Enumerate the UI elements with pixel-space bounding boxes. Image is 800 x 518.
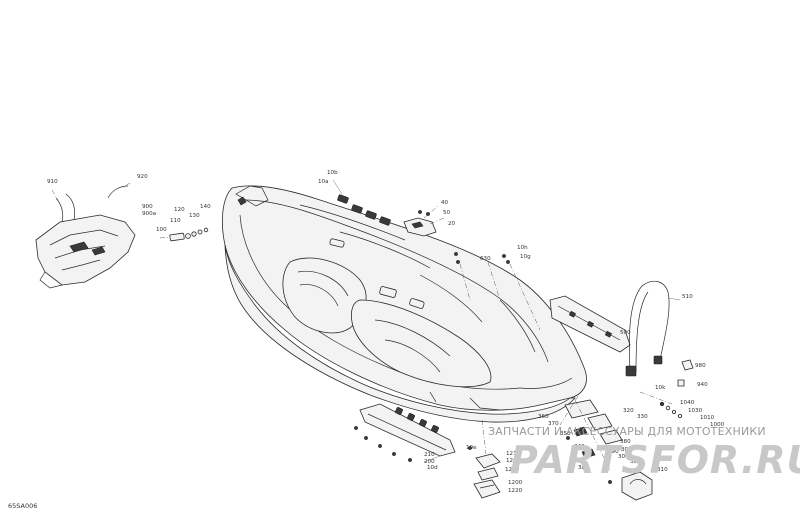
callout-130: 130 [189,213,200,219]
lower-rail-200 [354,403,456,463]
callout-300b: 300b [630,459,645,465]
callout-900: 900 [142,204,153,210]
callout-300a: 300a [618,454,632,460]
callout-310: 310 [657,467,668,473]
callout-10b: 10b [327,170,338,176]
callout-1200: 1200 [508,480,523,486]
callout-140: 140 [200,204,211,210]
hull-deck [221,185,587,423]
callout-330: 330 [637,414,648,420]
callout-1000: 1000 [710,422,725,428]
callout-1240: 1240 [505,467,520,473]
callout-980: 980 [695,363,706,369]
glove-box-assembly [35,182,136,289]
rear-parts-300-390 [559,395,653,501]
callout-370: 370 [548,421,559,427]
callout-1010: 1010 [700,415,715,421]
diagram-code: 65SA006 [8,502,38,510]
callout-10e: 10e [466,445,477,451]
callout-910: 910 [47,179,58,185]
callout-320: 320 [623,408,634,414]
callout-10g: 10g [520,254,531,260]
callout-510: 510 [682,294,693,300]
callout-10h: 10h [517,245,528,251]
callout-10k: 10k [655,385,666,391]
callout-300: 300 [621,447,632,453]
callout-10a: 10a [318,179,329,185]
hardware-100-140 [159,227,209,242]
callout-100: 100 [156,227,167,233]
callout-380: 380 [620,439,631,445]
callout-1220: 1220 [508,488,523,494]
callout-360: 360 [538,414,549,420]
callout-120: 120 [174,207,185,213]
callout-340: 340 [574,444,585,450]
callout-10d: 10d [427,465,438,471]
callout-110: 110 [170,218,181,224]
callout-20: 20 [448,221,456,227]
fender-500 [549,295,631,353]
grab-handle-510 [625,280,681,377]
small-parts-right [639,359,694,418]
callout-1230: 1230 [506,458,521,464]
callout-200: 200 [424,459,435,465]
callout-210: 210 [424,452,435,458]
callout-630: 630 [480,256,491,262]
callout-900a: 900a [142,211,156,217]
callout-1030: 1030 [688,408,703,414]
callout-500: 500 [620,330,631,336]
callout-1210: 1210 [506,451,521,457]
plate-1200 [468,419,501,499]
callout-940: 940 [697,382,708,388]
callout-50: 50 [443,210,451,216]
handle-20 [403,205,445,237]
clips-630 [454,252,541,331]
callout-920: 920 [137,174,148,180]
callout-1040: 1040 [680,400,695,406]
callout-40: 40 [441,200,449,206]
watermark-logo: PARTSFOR.RU [510,438,800,482]
callout-350: 350 [560,431,571,437]
callout-390: 390 [608,449,619,455]
callout-380b: 380 [578,465,589,471]
fasteners-10a-10b [332,179,391,226]
watermark-text: ЗАПЧАСТИ И АКСЕССУАРЫ ДЛЯ МОТОТЕХНИКИ [488,425,766,438]
